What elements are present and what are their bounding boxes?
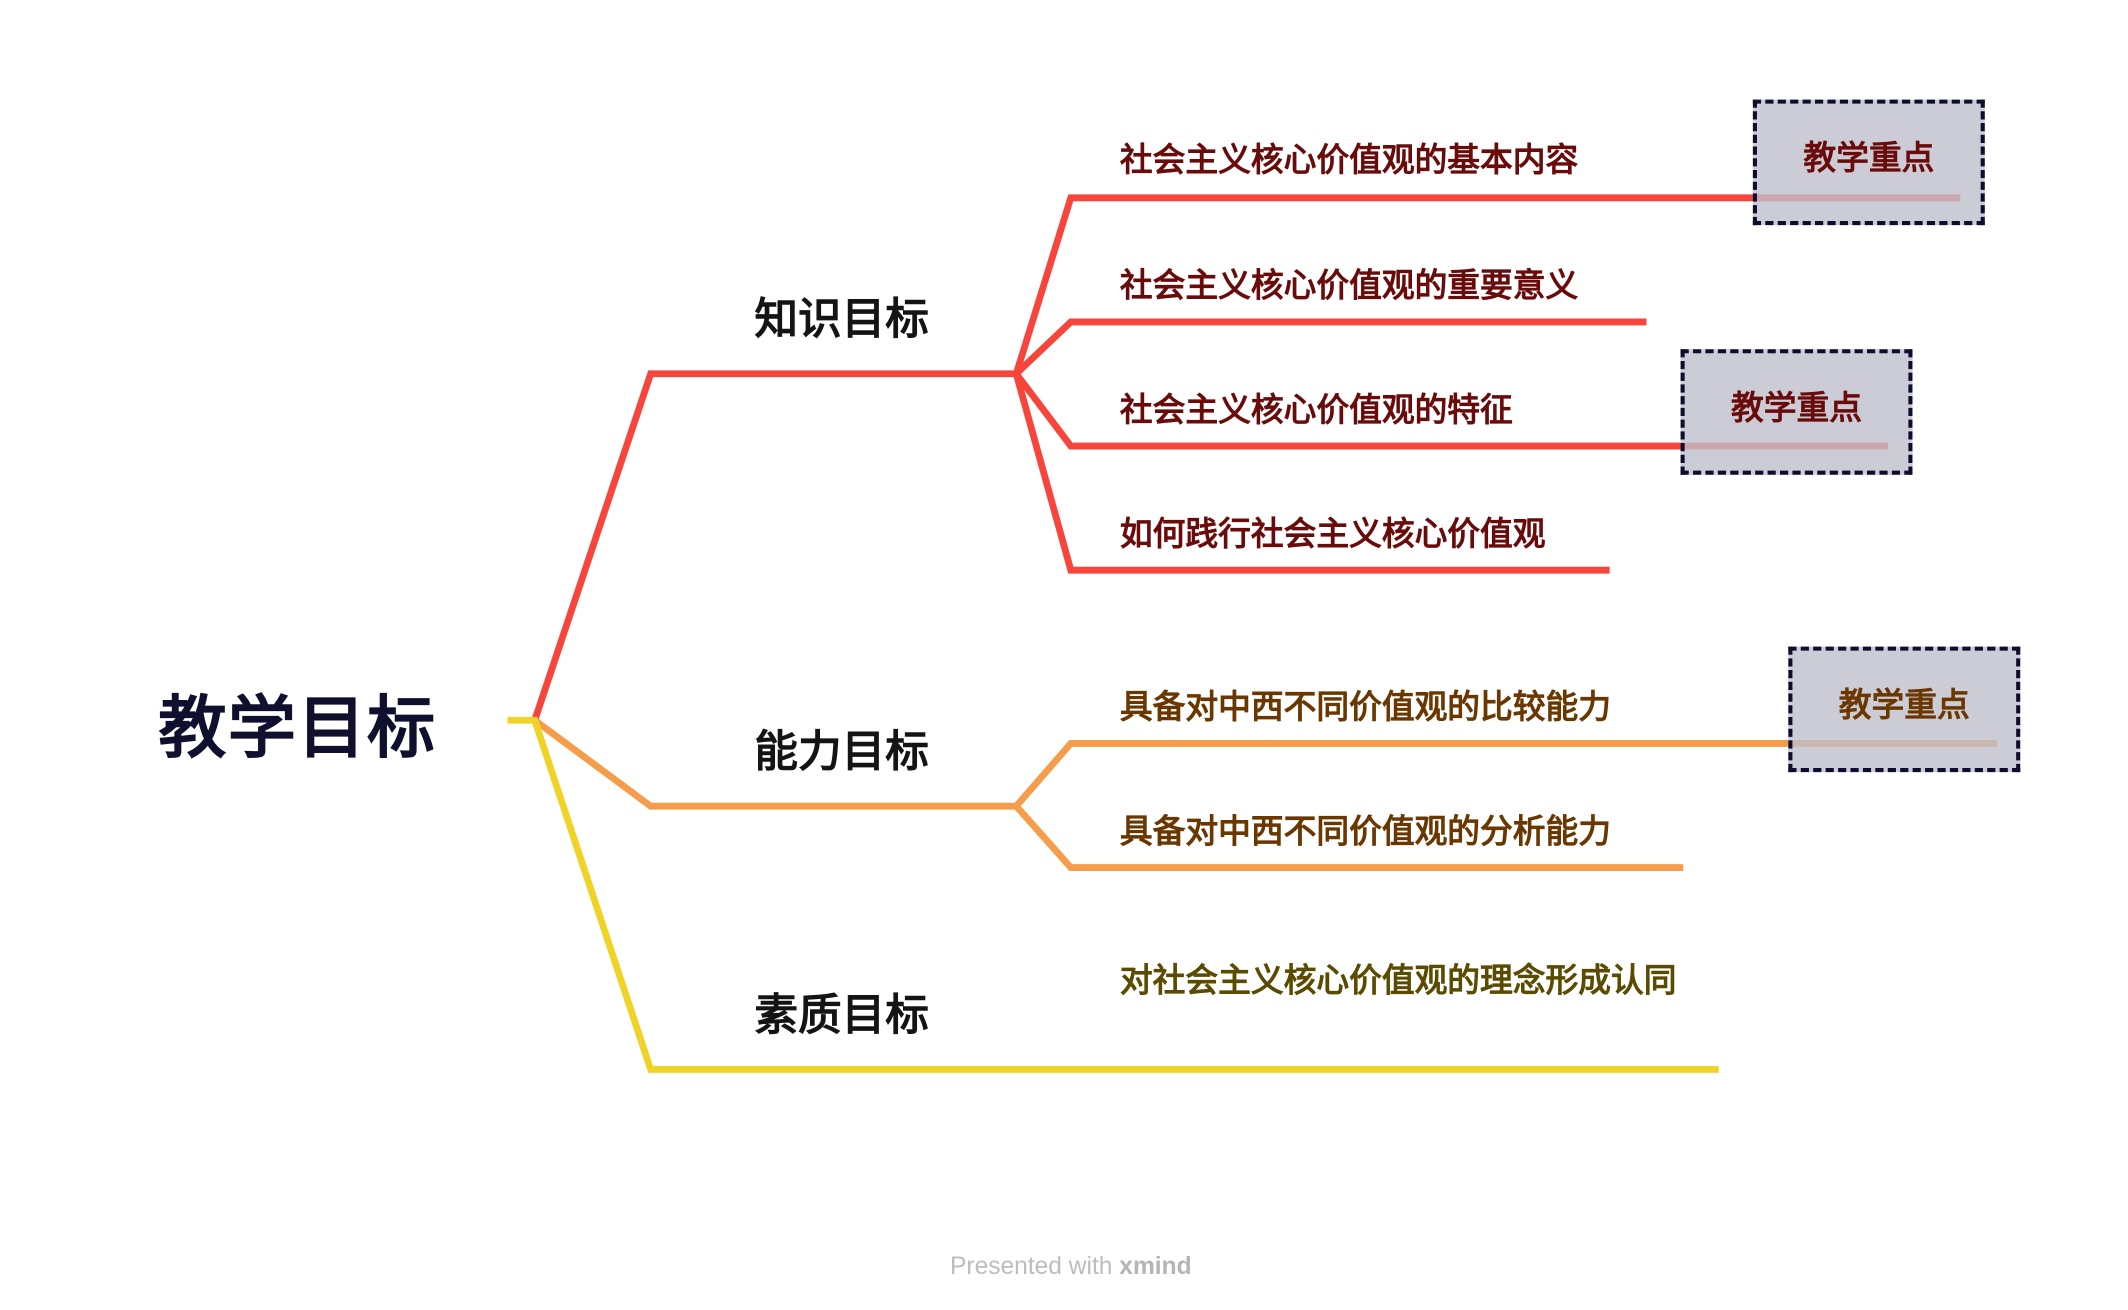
subtopic[interactable]: 具备对中西不同价值观的分析能力 bbox=[1119, 812, 1612, 851]
key-point-tag[interactable]: 教学重点 bbox=[1680, 349, 1913, 475]
xmind-brand: xmind bbox=[1119, 1252, 1192, 1280]
subtopic[interactable]: 如何践行社会主义核心价值观 bbox=[1119, 514, 1546, 554]
leaf-line-5 bbox=[1013, 740, 1998, 809]
leaf-line-1 bbox=[1012, 194, 1961, 375]
leaf-line-3 bbox=[1013, 371, 1888, 450]
tag-label: 教学重点 bbox=[1803, 138, 1935, 177]
branch-line-quality bbox=[531, 719, 1719, 1073]
subtopic[interactable]: 社会主义核心价值观的重要意义 bbox=[1119, 266, 1579, 305]
topic-knowledge[interactable]: 知识目标 bbox=[754, 293, 929, 346]
key-point-tag[interactable]: 教学重点 bbox=[1752, 99, 1985, 226]
leaf-line-2 bbox=[1013, 318, 1647, 377]
tag-label: 教学重点 bbox=[1838, 685, 1970, 724]
footer-prefix: Presented with bbox=[950, 1252, 1120, 1280]
tag-label: 教学重点 bbox=[1731, 388, 1862, 427]
branch-line-knowledge bbox=[531, 370, 1017, 722]
topic-ability[interactable]: 能力目标 bbox=[754, 725, 929, 778]
subtopic[interactable]: 社会主义核心价值观的特征 bbox=[1119, 390, 1513, 430]
branch-line-ability bbox=[532, 717, 1017, 810]
root-topic[interactable]: 教学目标 bbox=[158, 688, 437, 768]
leaf-line-4 bbox=[1012, 372, 1610, 574]
subtopic[interactable]: 具备对中西不同价值观的比较能力 bbox=[1119, 688, 1612, 727]
key-point-tag[interactable]: 教学重点 bbox=[1788, 646, 2021, 773]
leaf-line-6 bbox=[1013, 803, 1684, 871]
subtopic[interactable]: 社会主义核心价值观的基本内容 bbox=[1119, 141, 1579, 180]
topic-quality[interactable]: 素质目标 bbox=[754, 988, 929, 1041]
subtopic[interactable]: 对社会主义核心价值观的理念形成认同 bbox=[1119, 961, 1677, 1000]
footer-credit: Presented with xmind bbox=[0, 1252, 2128, 1281]
